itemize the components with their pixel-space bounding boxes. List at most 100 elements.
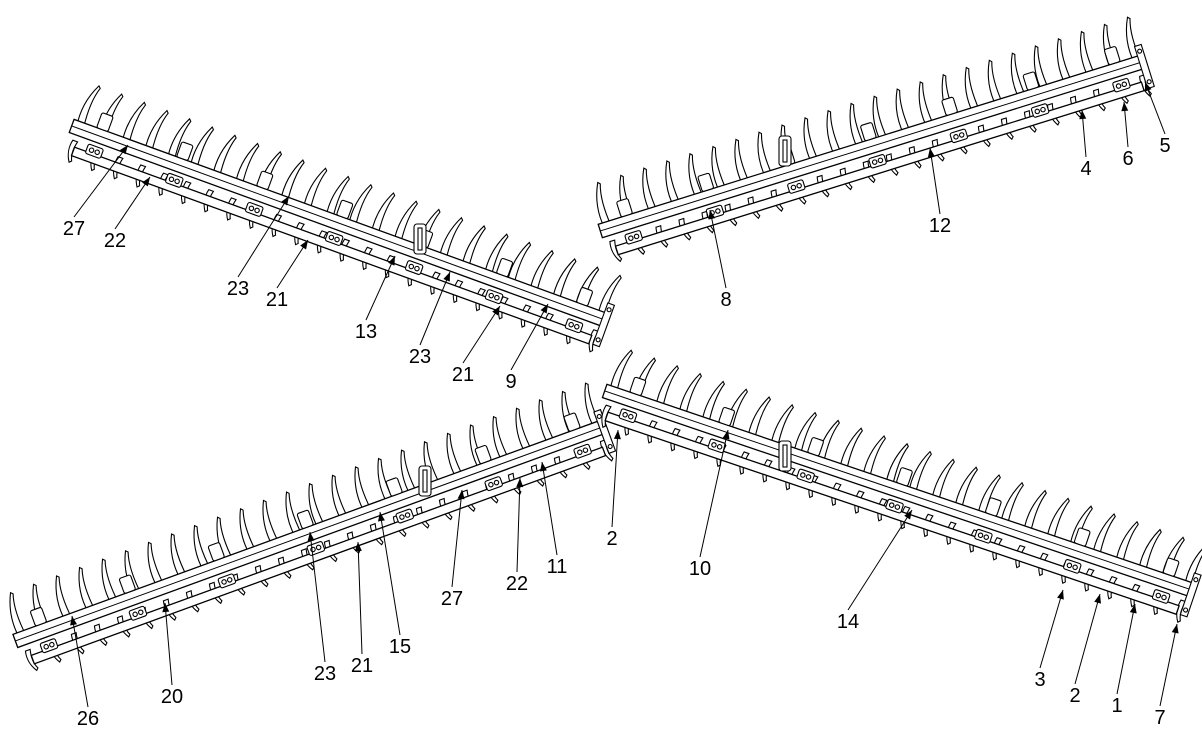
bolt (568, 321, 574, 328)
lower-bar (614, 81, 1145, 256)
tine (166, 117, 192, 163)
tine-clamp (118, 574, 136, 594)
tine (529, 249, 554, 295)
bolt (1161, 594, 1167, 601)
arrowhead (1121, 102, 1129, 112)
tine (918, 81, 935, 129)
tine (147, 541, 166, 589)
callout-label: 12 (929, 215, 951, 237)
bolt (1115, 83, 1122, 89)
clamp-bolt-plate (787, 179, 806, 194)
leader-line (539, 461, 558, 556)
bolt (1040, 106, 1046, 113)
clamp-bolt-plate (85, 143, 104, 159)
tine (793, 411, 817, 457)
callout-label: 23 (227, 278, 249, 300)
tine (1091, 513, 1116, 559)
leader-line (708, 209, 727, 289)
arrowhead (377, 512, 385, 522)
tine (987, 59, 1004, 108)
hinge-link (413, 223, 427, 255)
tine (193, 524, 212, 572)
arrowhead (722, 430, 730, 440)
leader-line (516, 477, 524, 573)
callout-label: 4 (1080, 158, 1091, 180)
clamp-bolt-plate (1151, 589, 1171, 604)
tine (538, 399, 557, 447)
bolt (334, 236, 340, 243)
tine-clamp (616, 198, 633, 218)
tine (144, 109, 169, 155)
bolt (577, 449, 583, 456)
tine-clamp (385, 477, 403, 497)
arrowhead (281, 196, 289, 206)
bolt (596, 413, 602, 420)
bolt (1193, 577, 1199, 583)
leader-line (462, 305, 501, 364)
arrowhead (307, 532, 315, 542)
tine (757, 131, 774, 179)
tine (9, 591, 28, 639)
bolt (494, 294, 500, 301)
clamp-bolt-plate (39, 638, 59, 654)
bolt (488, 292, 494, 299)
tine (483, 233, 509, 279)
arrowhead (354, 542, 362, 552)
bolt (408, 263, 415, 270)
tine (665, 160, 682, 208)
bolt (226, 577, 233, 583)
bolt (493, 479, 500, 486)
tine-clamp (629, 376, 647, 396)
leader-line (73, 144, 129, 218)
callout-label: 8 (720, 289, 731, 311)
tine (954, 466, 978, 512)
tine (1137, 528, 1162, 574)
tine (76, 84, 101, 130)
hinge-link (418, 465, 432, 497)
leader-line (162, 602, 173, 686)
tine-clamp (697, 172, 714, 192)
tine (609, 239, 623, 263)
callout-label: 23 (409, 346, 431, 368)
upper-right-section (596, 16, 1155, 263)
tine (747, 396, 771, 442)
clamp-bolt-plate (484, 476, 503, 492)
tine-clamp (1073, 527, 1091, 547)
bolt (805, 474, 812, 480)
clamp-bolt-plate (128, 605, 148, 621)
bolt (574, 323, 580, 330)
bolt (606, 307, 612, 313)
leader-line (276, 239, 309, 289)
arrowhead (613, 430, 621, 440)
leader-line (611, 429, 621, 528)
tine (370, 192, 396, 237)
tine-bar-sections (9, 16, 1202, 672)
arrowhead (1079, 110, 1087, 120)
tine (826, 109, 843, 158)
callout-label: 21 (266, 289, 288, 311)
callout-label: 14 (837, 611, 859, 633)
tine (67, 139, 79, 164)
leader-line (451, 489, 465, 588)
arrowhead (1171, 624, 1179, 634)
clamp-bolt-plate (1112, 77, 1131, 93)
tine (1000, 481, 1024, 528)
bolt (715, 208, 721, 214)
tine (734, 138, 751, 187)
arrowhead (540, 304, 548, 314)
bolt (43, 643, 49, 650)
leader-line (699, 429, 730, 558)
bolt (168, 176, 175, 183)
bolt (1034, 108, 1041, 115)
leader-line (1074, 593, 1101, 685)
bolt (49, 641, 55, 648)
tine (211, 134, 237, 180)
clamp-bolt-plate (564, 318, 584, 334)
bolt (595, 337, 601, 343)
bolt (888, 502, 895, 508)
arrowhead (388, 256, 395, 266)
clamp-bolt-plate (1063, 559, 1082, 574)
arrowhead (927, 148, 935, 158)
leader-line (307, 531, 326, 663)
